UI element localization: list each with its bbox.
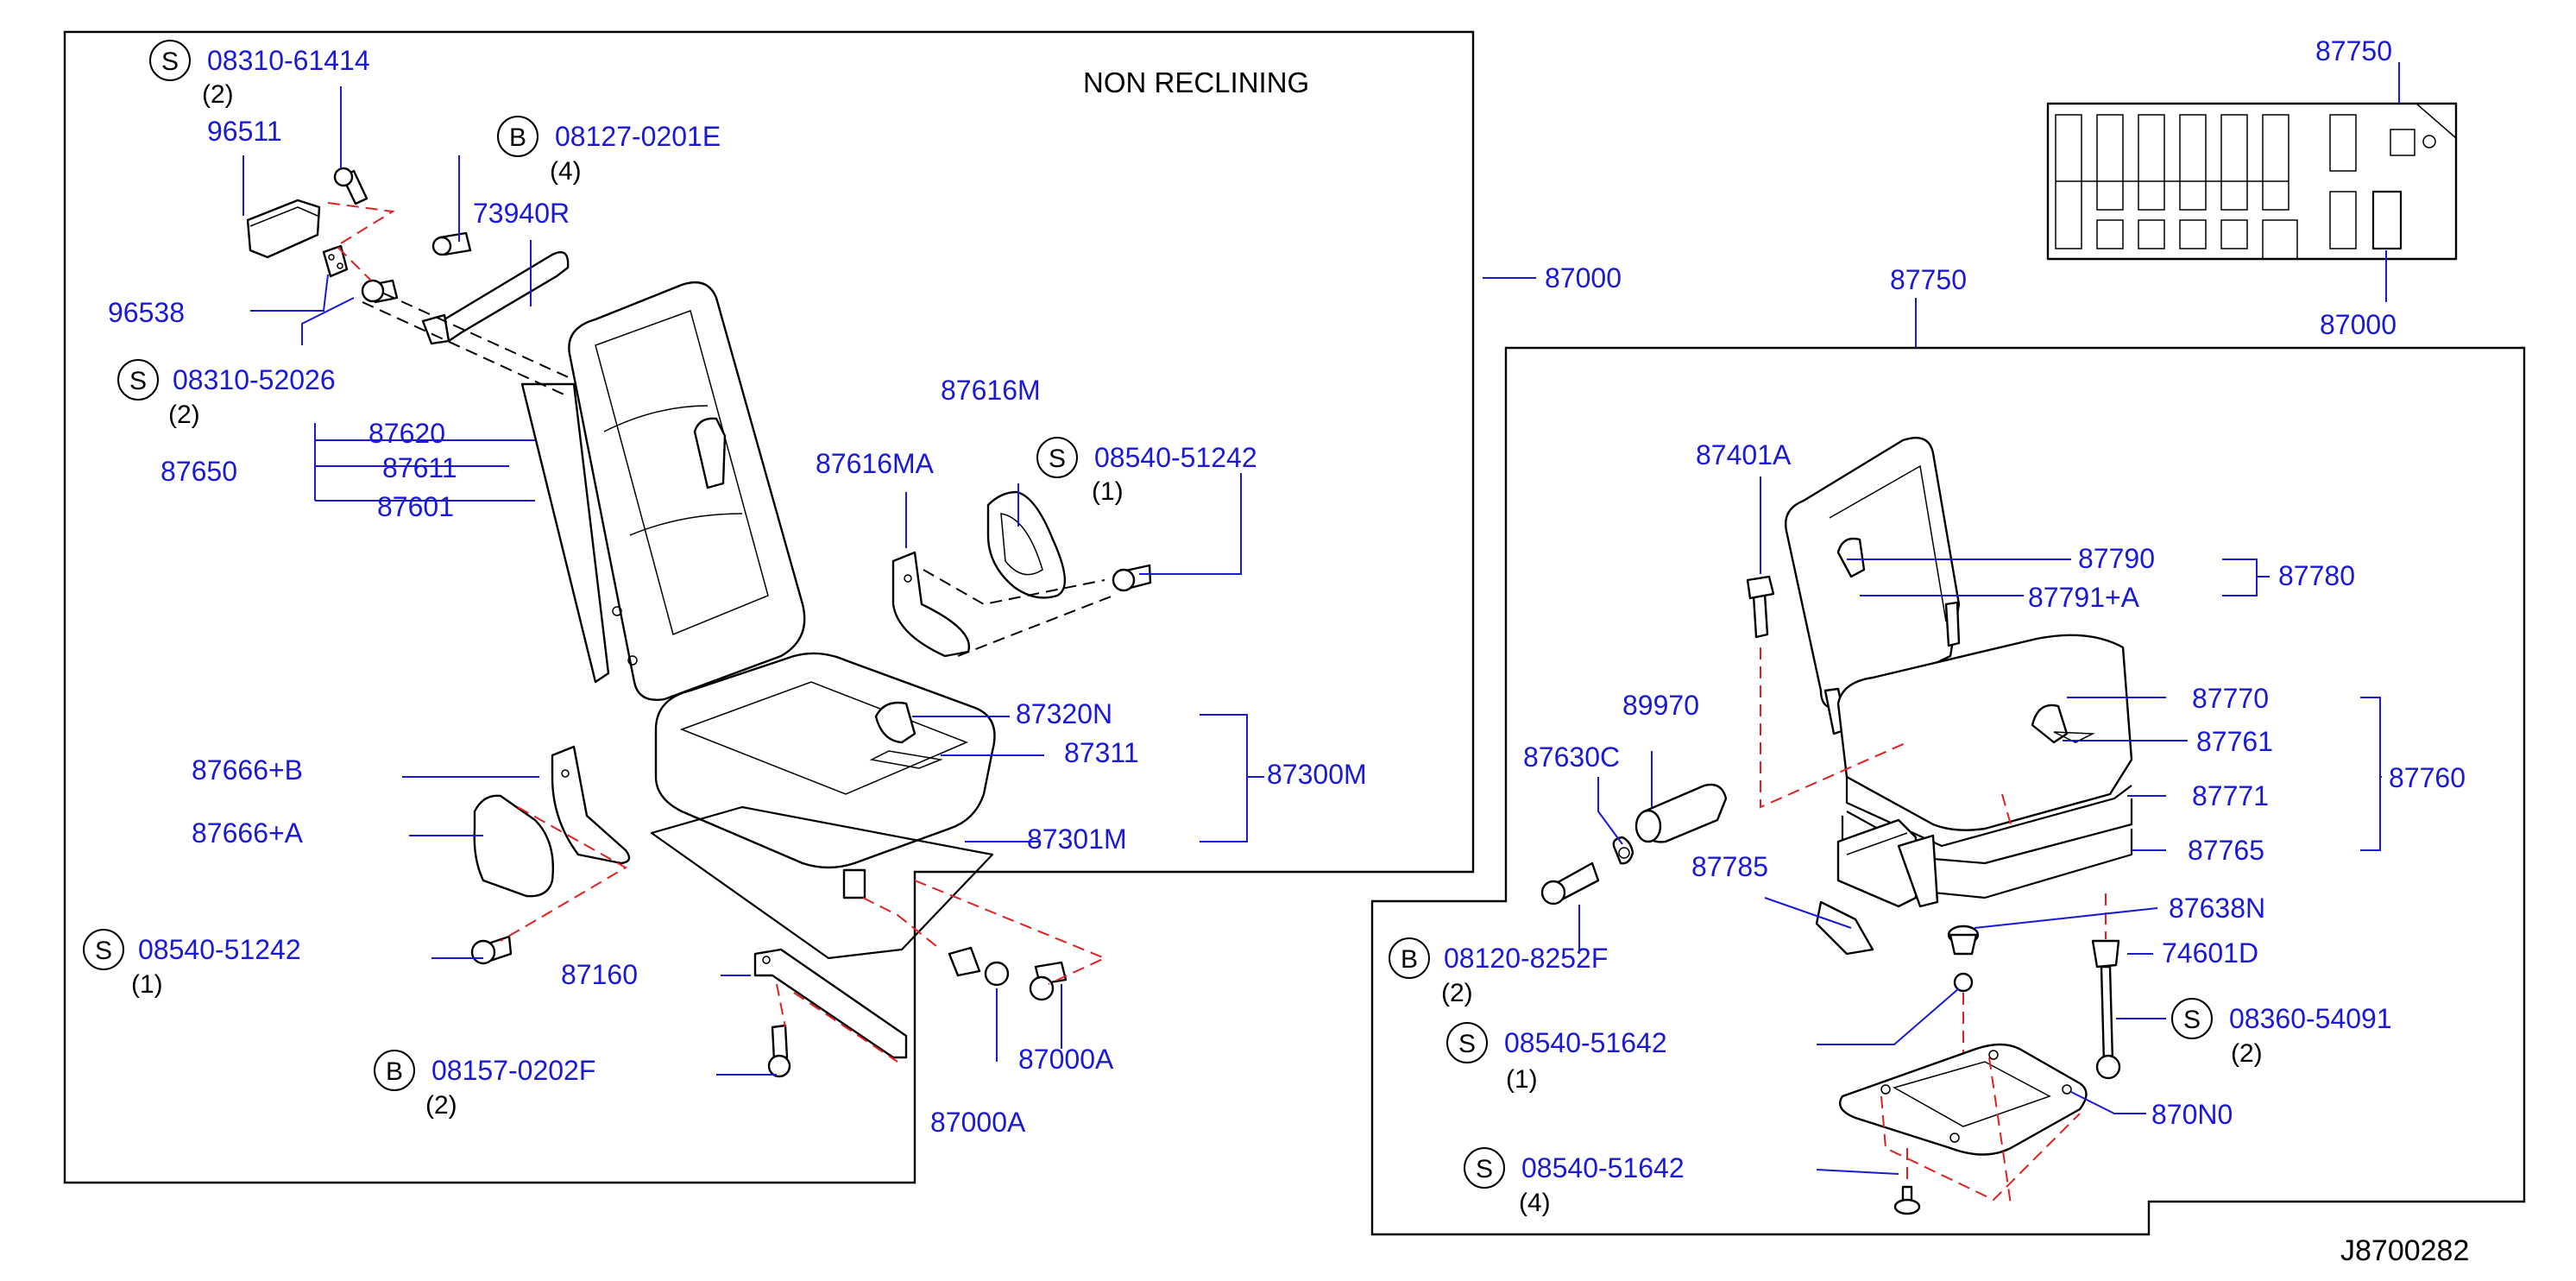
part-label-08360-54091[interactable]: 08360-54091: [2229, 1003, 2392, 1034]
part-label-08157-0202F[interactable]: 08157-0202F: [431, 1055, 595, 1086]
bolt-symbol: [1389, 937, 1430, 979]
screw-symbol: [83, 929, 124, 970]
diagram-code: J8700282: [2340, 1234, 2469, 1267]
part-label-87160[interactable]: 87160: [561, 959, 638, 990]
part-label-87770[interactable]: 87770: [2192, 683, 2269, 714]
qty-08157-0202F: (2): [425, 1091, 457, 1120]
bolt-symbol-letter: B: [386, 1057, 403, 1086]
part-label-87301M[interactable]: 87301M: [1027, 824, 1127, 855]
right-base-plate-illustration: [1838, 1043, 2088, 1215]
part-label-87000[interactable]: 87000: [1545, 262, 1622, 293]
part-label-87791-A[interactable]: 87791+A: [2028, 582, 2140, 613]
part-label-87780[interactable]: 87780: [2278, 560, 2355, 591]
screw-symbol-letter: S: [95, 937, 112, 965]
bolt-symbol-letter: B: [509, 123, 526, 152]
right-panel-frame: [1370, 346, 2526, 1236]
seat-layout-overview: [2046, 102, 2458, 261]
part-label-87616MA[interactable]: 87616MA: [816, 448, 935, 479]
part-label-96511[interactable]: 96511: [207, 116, 282, 147]
bolt-symbol: [497, 116, 539, 157]
qty-08540-51642: (1): [1506, 1065, 1538, 1094]
part-label-87611[interactable]: 87611: [382, 452, 457, 483]
part-label-08310-52026[interactable]: 08310-52026: [173, 364, 336, 395]
left-panel-frame: [63, 30, 1475, 1184]
part-label-87630C[interactable]: 87630C: [1523, 741, 1620, 773]
part-label-87638N[interactable]: 87638N: [2169, 893, 2265, 924]
part-label-08540-51242[interactable]: 08540-51242: [138, 934, 301, 965]
screw-symbol-letter: S: [1476, 1155, 1493, 1183]
part-label-87785[interactable]: 87785: [1691, 851, 1768, 882]
screw-symbol: [1446, 1022, 1488, 1063]
part-label-87750[interactable]: 87750: [1890, 264, 1967, 295]
left-panel-title: NON RECLINING: [1083, 66, 1309, 98]
part-label-08540-51642[interactable]: 08540-51642: [1521, 1152, 1685, 1183]
qty-08360-54091: (2): [2231, 1039, 2263, 1068]
part-label-87616M[interactable]: 87616M: [941, 375, 1041, 406]
part-label-87765[interactable]: 87765: [2188, 835, 2264, 866]
seat-cushion-illustration: [650, 652, 996, 960]
side-trim-illustration: [891, 490, 1152, 658]
qty-08120-8252F: (2): [1441, 979, 1473, 1007]
part-label-87666-A[interactable]: 87666+A: [192, 817, 304, 849]
part-label-87771[interactable]: 87771: [2192, 780, 2269, 811]
part-label-08310-61414[interactable]: 08310-61414: [207, 45, 370, 76]
armrest-hardware-illustration: [246, 167, 575, 398]
screw-symbol: [1464, 1147, 1505, 1189]
screw-symbol: [1036, 437, 1078, 478]
front-trim-illustration: [470, 745, 631, 965]
screw-symbol-letter: S: [161, 47, 179, 76]
part-label-87000[interactable]: 87000: [2320, 309, 2396, 340]
part-label-08540-51242[interactable]: 08540-51242: [1094, 442, 1257, 473]
part-label-73940R[interactable]: 73940R: [473, 198, 570, 229]
qty-08310-61414: (2): [202, 80, 234, 109]
screw-symbol-letter: S: [1458, 1030, 1476, 1058]
part-label-87750[interactable]: 87750: [2315, 35, 2392, 66]
part-label-08540-51642[interactable]: 08540-51642: [1504, 1027, 1667, 1058]
qty-08310-52026: (2): [168, 401, 200, 429]
seat-back-illustration: [520, 281, 806, 701]
qty-08540-51242: (1): [131, 970, 163, 999]
part-label-87620[interactable]: 87620: [368, 418, 445, 449]
part-label-87000A[interactable]: 87000A: [1018, 1044, 1114, 1075]
part-label-96538[interactable]: 96538: [108, 297, 185, 328]
part-label-87790[interactable]: 87790: [2078, 543, 2155, 574]
bolt-symbol-letter: B: [1401, 945, 1418, 974]
screw-symbol-letter: S: [1049, 445, 1066, 473]
part-label-87320N[interactable]: 87320N: [1016, 698, 1112, 729]
screw-symbol-letter: S: [129, 367, 147, 395]
qty-08127-0201E: (4): [550, 157, 582, 186]
screw-symbol: [149, 40, 191, 81]
part-label-87000A[interactable]: 87000A: [930, 1107, 1026, 1138]
part-label-87300M[interactable]: 87300M: [1267, 759, 1367, 790]
bolt-symbol: [374, 1050, 415, 1091]
part-label-87311[interactable]: 87311: [1064, 737, 1139, 768]
screw-symbol-letter: S: [2183, 1006, 2201, 1034]
part-label-87666-B[interactable]: 87666+B: [192, 754, 303, 786]
part-label-87760[interactable]: 87760: [2389, 762, 2466, 793]
part-label-87401A[interactable]: 87401A: [1696, 439, 1792, 470]
part-label-08127-0201E[interactable]: 08127-0201E: [555, 121, 721, 152]
part-label-870N0[interactable]: 870N0: [2151, 1099, 2233, 1130]
screw-symbol: [2171, 998, 2213, 1039]
part-label-87601[interactable]: 87601: [377, 491, 454, 522]
part-label-89970[interactable]: 89970: [1622, 690, 1699, 721]
part-label-08120-8252F[interactable]: 08120-8252F: [1444, 943, 1608, 974]
qty-08540-51642: (4): [1519, 1189, 1551, 1217]
part-label-87761[interactable]: 87761: [2196, 726, 2273, 757]
part-label-74601D[interactable]: 74601D: [2162, 937, 2258, 969]
qty-08540-51242: (1): [1092, 477, 1124, 506]
right-seat-back-illustration: [1785, 436, 2133, 908]
screw-symbol: [117, 359, 159, 401]
leader-lines: [242, 62, 2400, 1175]
seat-mount-bracket-illustration: [753, 880, 1107, 1078]
part-label-87650[interactable]: 87650: [161, 456, 237, 487]
